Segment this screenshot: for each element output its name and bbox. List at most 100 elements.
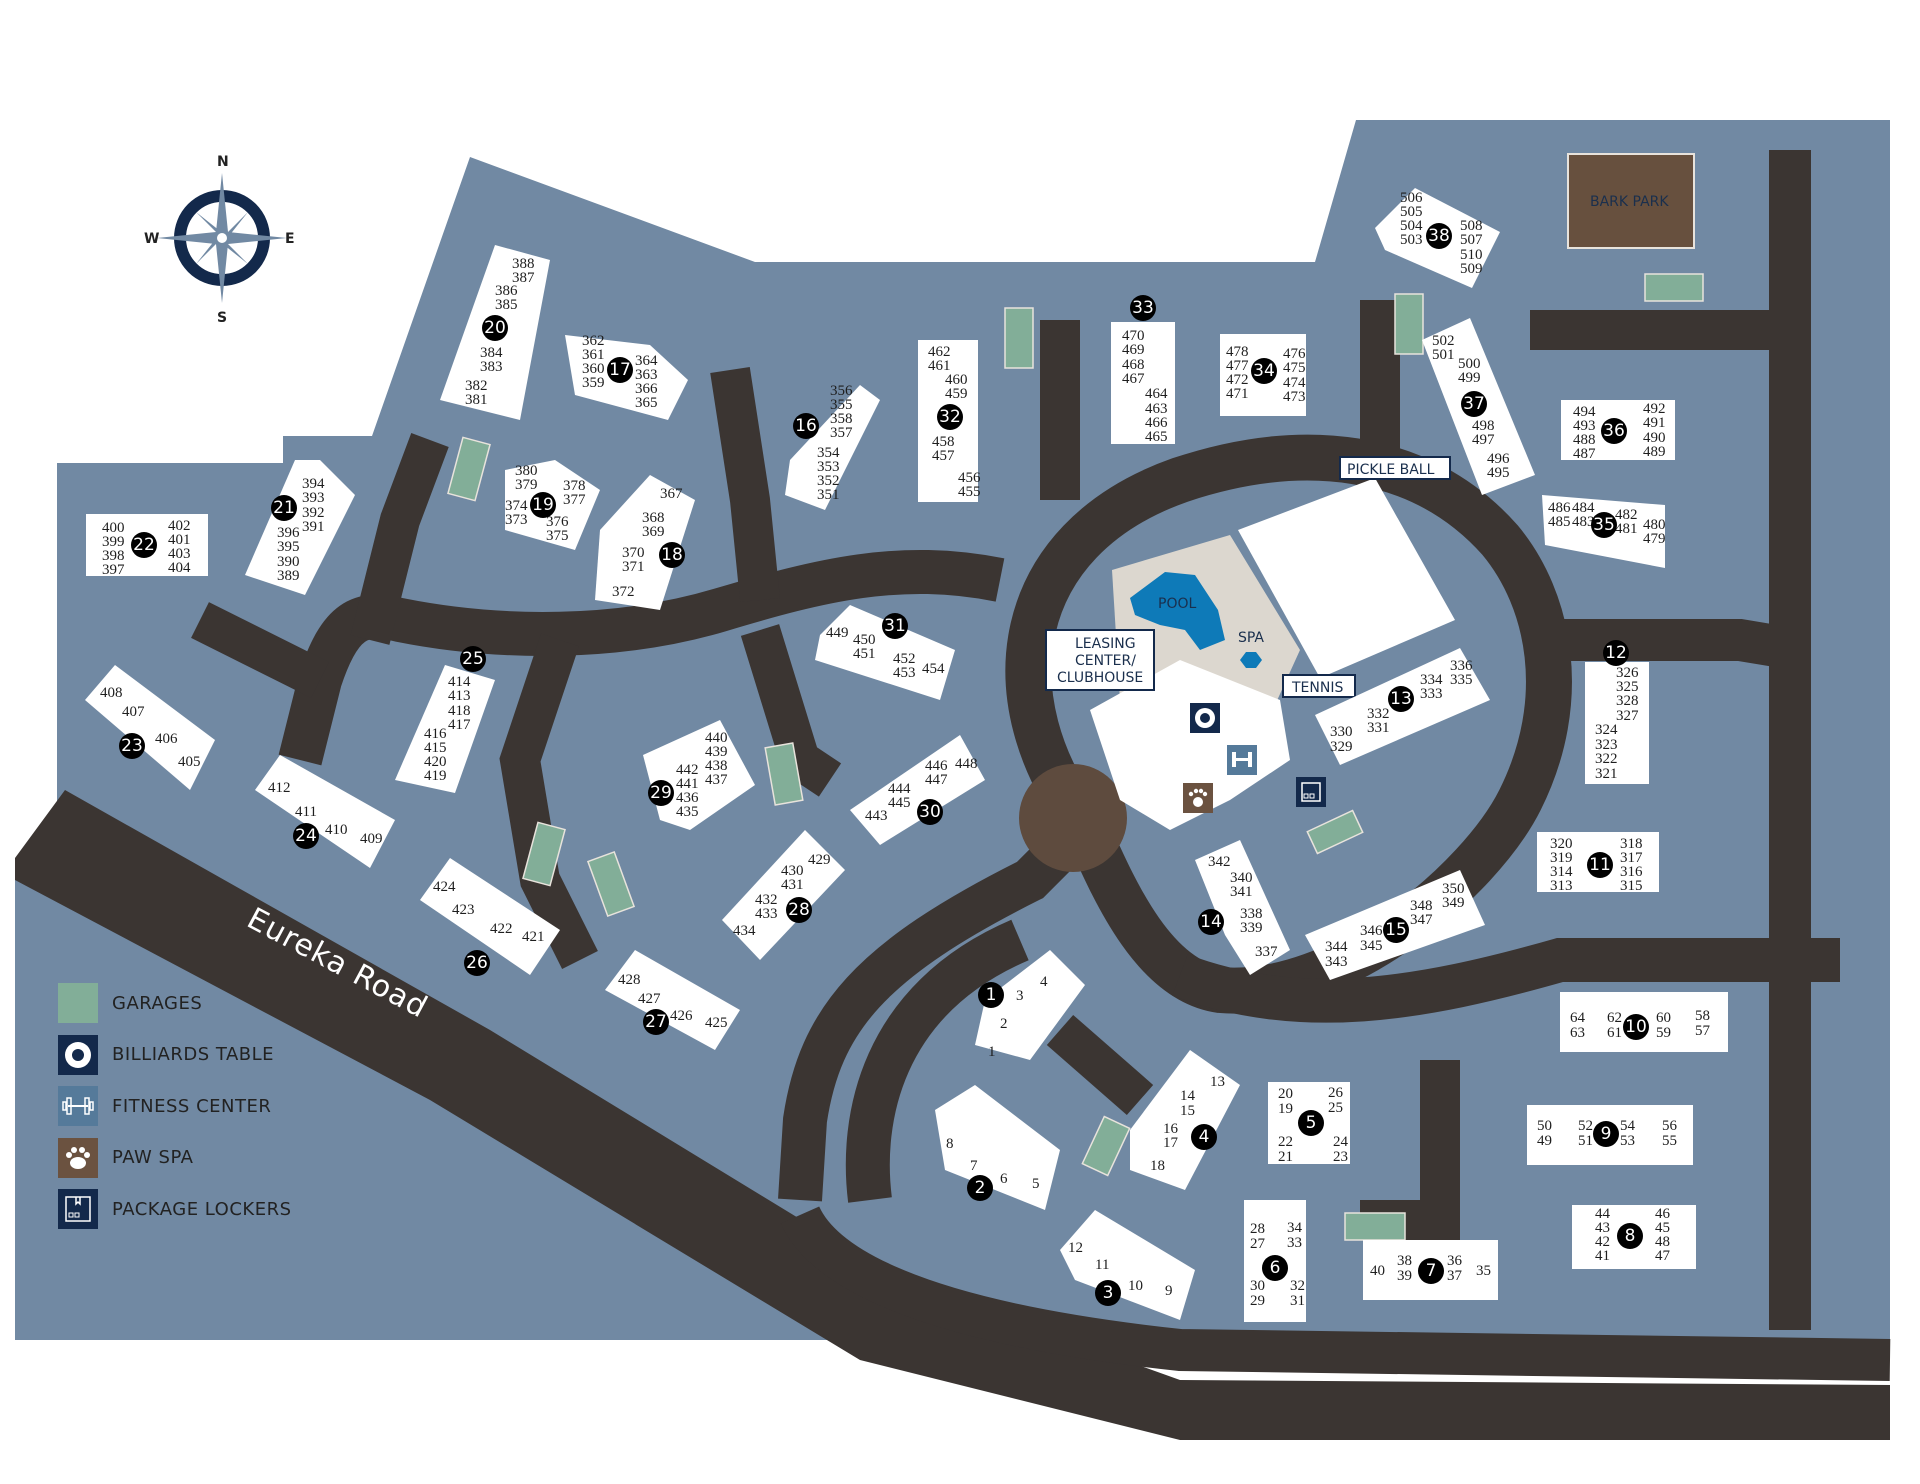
svg-text:371: 371 [622, 559, 645, 575]
building-33[interactable]: 470 469 468 467 464 463 466 465 33 [1111, 295, 1175, 445]
svg-text:19: 19 [532, 495, 554, 515]
svg-text:374: 374 [505, 498, 528, 514]
svg-text:13: 13 [1390, 689, 1412, 709]
building-32[interactable]: 462 461 460 459 458 457 456 455 32 [918, 340, 981, 502]
tennis-callout[interactable]: TENNIS [1282, 674, 1356, 698]
building-17[interactable]: 362 361 360 359 364 363 366 365 17 [565, 333, 688, 420]
svg-text:14: 14 [1180, 1088, 1196, 1104]
svg-text:431: 431 [781, 877, 804, 893]
building-8[interactable]: 44 43 42 41 46 45 48 47 8 [1572, 1205, 1696, 1269]
building-37[interactable]: 502 501 500 499 498 497 496 495 37 [1422, 318, 1535, 495]
svg-text:343: 343 [1325, 954, 1348, 970]
building-14[interactable]: 342 340 341 338 339 337 14 [1195, 840, 1290, 975]
paw-spa-icon[interactable] [1183, 783, 1213, 813]
svg-text:30: 30 [919, 802, 941, 822]
building-1[interactable]: 3 4 2 1 1 [975, 950, 1085, 1060]
svg-text:17: 17 [1163, 1135, 1179, 1151]
svg-text:345: 345 [1360, 938, 1383, 954]
building-7[interactable]: 40 38 39 36 37 35 7 [1363, 1240, 1498, 1300]
svg-text:316: 316 [1620, 864, 1643, 880]
svg-text:384: 384 [480, 345, 503, 361]
svg-text:7: 7 [970, 1158, 978, 1174]
svg-text:315: 315 [1620, 878, 1643, 894]
svg-text:34: 34 [1287, 1220, 1303, 1236]
svg-text:20: 20 [484, 318, 506, 338]
building-2[interactable]: 8 7 6 5 2 [935, 1085, 1060, 1210]
svg-text:16: 16 [1163, 1121, 1179, 1137]
billiards-icon[interactable] [1190, 703, 1220, 733]
svg-text:329: 329 [1330, 739, 1353, 755]
building-18[interactable]: 367 368 369 370 371 372 18 [595, 475, 695, 610]
main-road-south [780, 1205, 1891, 1381]
building-20[interactable]: 388 387 386 385 384 383 382 381 20 [440, 245, 550, 420]
building-23[interactable]: 408 407 406 405 23 [85, 665, 215, 790]
svg-text:376: 376 [546, 514, 569, 530]
building-13[interactable]: 330 329 332 331 334 333 336 335 13 [1315, 648, 1490, 765]
bark-park[interactable]: BARK PARK [1567, 153, 1695, 249]
svg-text:407: 407 [122, 704, 145, 720]
building-28[interactable]: 429 430 431 432 433 434 28 [722, 830, 845, 960]
building-35[interactable]: 486 485 484 483 482 481 480 479 35 [1542, 495, 1666, 568]
building-21[interactable]: 394 393 392 391 396 395 390 389 21 [245, 460, 355, 595]
svg-text:11: 11 [1095, 1257, 1109, 1273]
svg-text:23: 23 [121, 736, 143, 756]
building-9[interactable]: 50 49 52 51 54 53 56 55 9 [1527, 1105, 1693, 1165]
paw-icon [58, 1137, 98, 1178]
fitness-center-icon[interactable] [1227, 745, 1257, 775]
svg-text:64: 64 [1570, 1010, 1586, 1026]
building-34[interactable]: 478 477 472 471 476 475 474 473 34 [1220, 334, 1306, 416]
building-22[interactable]: 400 399 398 397 402 401 403 404 22 [86, 514, 208, 578]
building-4[interactable]: 13 14 15 16 17 18 4 [1130, 1050, 1240, 1190]
svg-text:426: 426 [670, 1008, 693, 1024]
building-10[interactable]: 64 63 62 61 60 59 58 57 10 [1560, 992, 1728, 1052]
building-38[interactable]: 506 505 504 503 508 507 510 509 38 [1375, 188, 1500, 288]
building-25[interactable]: 414 413 418 417 416 415 420 419 25 [395, 646, 495, 793]
svg-text:24: 24 [1333, 1134, 1349, 1150]
svg-text:TENNIS: TENNIS [1291, 680, 1343, 696]
tennis-pickleball-courts [1238, 478, 1455, 678]
building-36[interactable]: 494 493 488 487 492 491 490 489 36 [1561, 400, 1675, 462]
svg-text:CENTER/: CENTER/ [1075, 653, 1136, 669]
svg-text:411: 411 [295, 804, 317, 820]
svg-text:476: 476 [1283, 346, 1306, 362]
svg-text:386: 386 [495, 283, 518, 299]
package-lockers-icon[interactable] [1296, 777, 1326, 807]
building-11[interactable]: 320 319 314 313 318 317 316 315 11 [1537, 832, 1659, 894]
svg-text:4: 4 [1040, 974, 1048, 990]
pickleball-callout[interactable]: PICKLE BALL [1339, 456, 1451, 480]
svg-text:418: 418 [448, 703, 471, 719]
svg-text:369: 369 [642, 524, 665, 540]
leasing-center-callout[interactable]: LEASING CENTER/ CLUBHOUSE [1045, 629, 1155, 691]
svg-text:422: 422 [490, 921, 513, 937]
building-29[interactable]: 440 439 438 437 442 441 436 435 29 [643, 720, 755, 830]
svg-text:36: 36 [1447, 1253, 1463, 1269]
building-26[interactable]: 424 423 422 421 26 [420, 858, 560, 976]
building-30[interactable]: 446 447 448 444 445 443 30 [850, 735, 985, 845]
svg-text:5: 5 [1032, 1176, 1040, 1192]
svg-text:45: 45 [1655, 1220, 1670, 1236]
building-15[interactable]: 344 343 346 345 348 347 350 349 15 [1305, 870, 1485, 980]
building-3[interactable]: 12 11 10 9 3 [1060, 1210, 1195, 1320]
garage-spur-se [1046, 1014, 1154, 1116]
building-16[interactable]: 356 355 358 357 354 353 352 351 16 [785, 383, 880, 510]
building-12[interactable]: 326 325 328 327 324 323 322 321 12 [1585, 640, 1649, 784]
building-27[interactable]: 428 427 426 425 27 [605, 950, 740, 1050]
svg-text:21: 21 [1278, 1149, 1293, 1165]
svg-text:55: 55 [1662, 1133, 1677, 1149]
svg-text:44: 44 [1595, 1206, 1611, 1222]
building-24[interactable]: 412 411 410 409 24 [255, 755, 395, 868]
building-31[interactable]: 449 450 451 452 453 454 31 [815, 605, 955, 700]
building-19[interactable]: 380 379 374 373 378 377 376 375 19 [505, 460, 600, 550]
svg-text:336: 336 [1450, 658, 1473, 674]
building-6[interactable]: 28 27 34 33 30 29 32 31 6 [1244, 1200, 1306, 1322]
svg-text:34: 34 [1253, 361, 1275, 381]
svg-text:43: 43 [1595, 1220, 1610, 1236]
svg-text:430: 430 [781, 863, 804, 879]
building-5[interactable]: 20 19 26 25 22 21 24 23 5 [1268, 1082, 1350, 1165]
svg-text:52: 52 [1578, 1118, 1593, 1134]
svg-text:471: 471 [1226, 386, 1249, 402]
entry-road-2 [845, 919, 1029, 1203]
svg-text:474: 474 [1283, 375, 1306, 391]
svg-text:33: 33 [1132, 298, 1154, 318]
svg-text:498: 498 [1472, 418, 1495, 434]
